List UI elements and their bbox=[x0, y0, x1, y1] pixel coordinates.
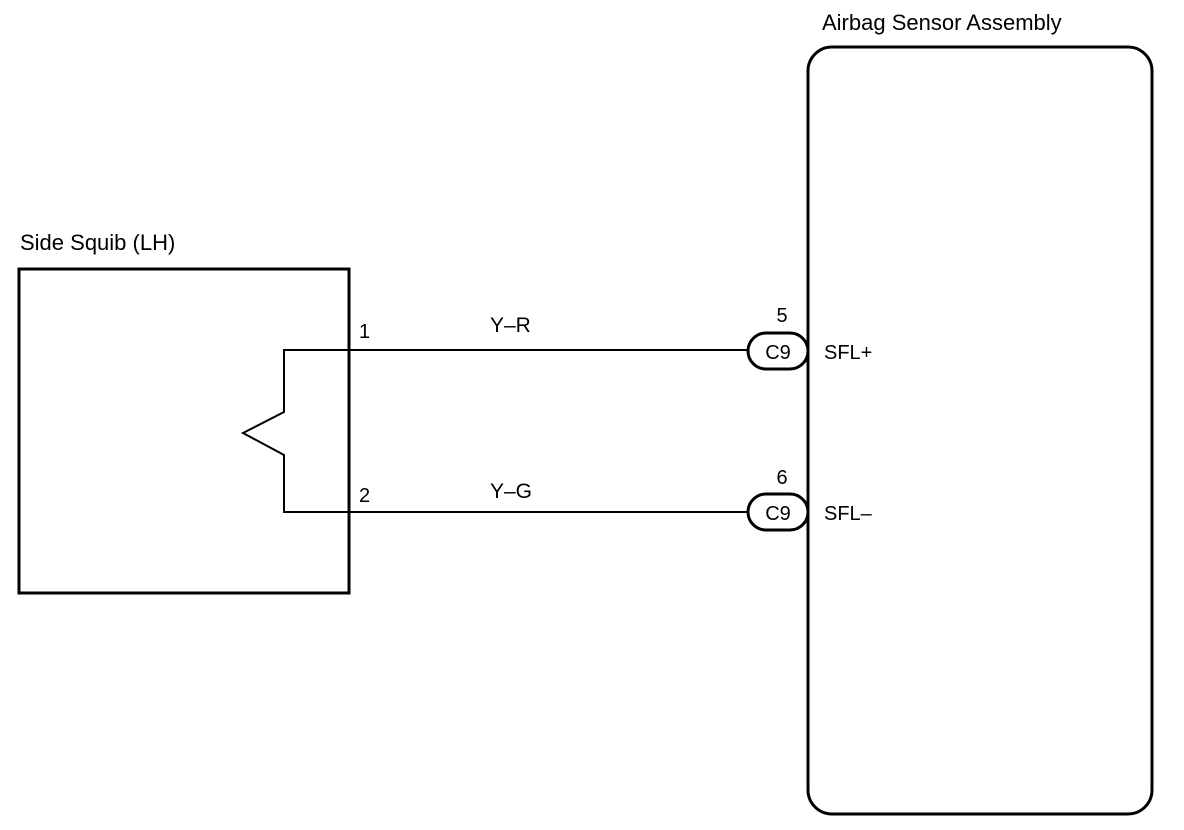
connector-c9-pin5 bbox=[746, 331, 810, 371]
squib-title: Side Squib (LH) bbox=[20, 230, 175, 255]
squib-pin-2: 2 bbox=[359, 485, 370, 507]
sensor-pin-5: 5 bbox=[776, 305, 787, 327]
sensor-box bbox=[806, 45, 1154, 816]
sensor-title: Airbag Sensor Assembly bbox=[822, 10, 1062, 35]
connector-c9-pin6 bbox=[746, 492, 810, 532]
wire-1-color: Y–R bbox=[490, 314, 531, 337]
terminal-sfl-minus: SFL– bbox=[824, 503, 873, 525]
connector-2-label: C9 bbox=[765, 503, 791, 525]
squib-box bbox=[17, 267, 351, 595]
squib-pin-1: 1 bbox=[359, 321, 370, 343]
sensor-pin-6: 6 bbox=[776, 467, 787, 489]
squib-element bbox=[240, 349, 349, 513]
wire-2-color: Y–G bbox=[490, 480, 532, 503]
terminal-sfl-plus: SFL+ bbox=[824, 342, 872, 364]
connector-1-label: C9 bbox=[765, 342, 791, 364]
